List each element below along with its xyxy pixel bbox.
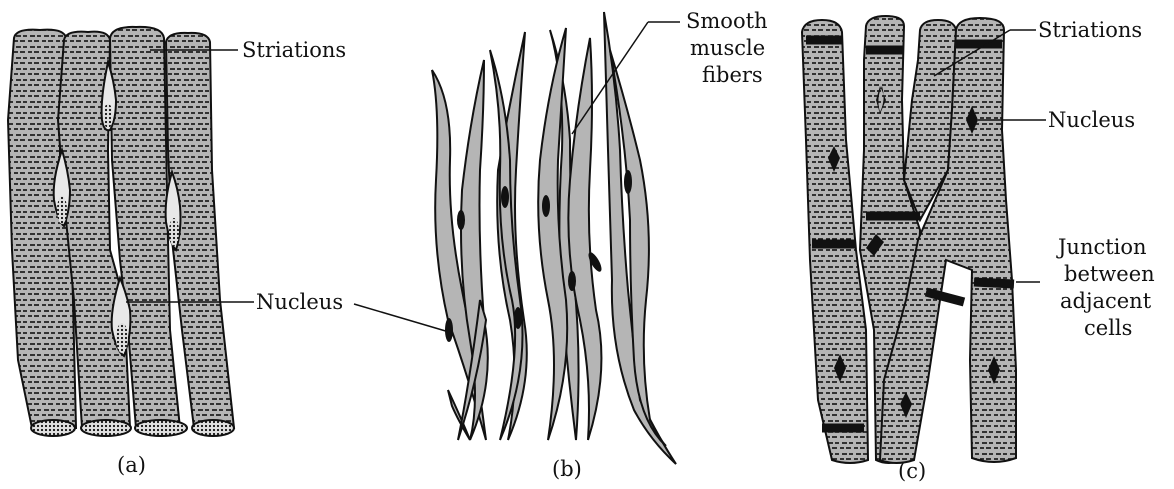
fiber-end-4 <box>192 420 234 436</box>
b-nucleus-leader <box>354 304 449 332</box>
fiber-end-3 <box>135 420 187 436</box>
c-striations-label: Striations <box>1038 18 1142 42</box>
a-nucleus-label: Nucleus <box>256 290 343 314</box>
panel-b-smooth-muscle <box>432 12 676 464</box>
c-junction-line-4: cells <box>1084 316 1132 340</box>
c-junction-line-2: between <box>1064 262 1155 286</box>
c-junction-line-3: adjacent <box>1060 289 1152 313</box>
c-junction-label: Junction between adjacent cells <box>1056 235 1155 340</box>
b-smooth-muscle-label: Smooth muscle fibers <box>686 9 768 87</box>
b-smooth-label-line-1: Smooth <box>686 9 768 33</box>
b-smooth-label-line-3: fibers <box>702 63 763 87</box>
c-junction-line-1: Junction <box>1056 235 1147 259</box>
fiber-end-2 <box>81 420 131 436</box>
panel-a-skeletal-muscle: Striations Nucleus (a) <box>8 27 346 477</box>
caption-b: (b) <box>552 457 582 481</box>
caption-c: (c) <box>898 459 926 483</box>
a-striations-label: Striations <box>242 38 346 62</box>
b-smooth-label-line-2: muscle <box>690 36 765 60</box>
c-nucleus-label: Nucleus <box>1048 108 1135 132</box>
fiber-end-1 <box>31 420 75 436</box>
caption-a: (a) <box>117 453 146 477</box>
panel-c-cardiac-muscle: Striations Nucleus Junction between adja… <box>802 16 1155 483</box>
